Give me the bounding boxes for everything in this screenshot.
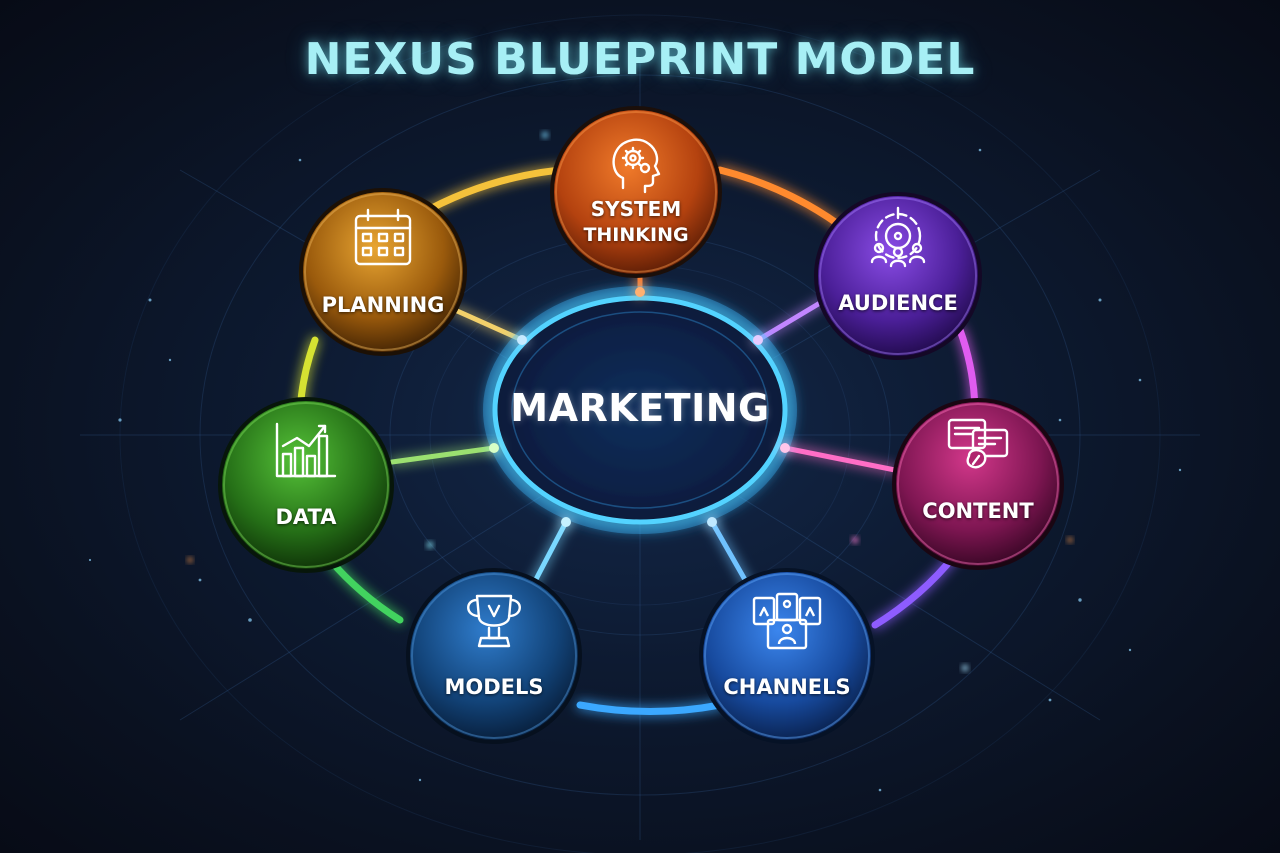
- node-content: CONTENT: [893, 394, 1063, 554]
- audience-target-icon: [870, 206, 926, 268]
- center-label: MARKETING: [510, 385, 770, 430]
- node-label: AUDIENCE: [838, 291, 958, 315]
- bar-chart-icon: [275, 422, 337, 478]
- content-documents-icon: [947, 418, 1009, 469]
- node-planning: PLANNING: [298, 188, 468, 348]
- calendar-icon: [354, 208, 412, 266]
- node-label: MODELS: [444, 675, 544, 699]
- node-models: MODELS: [409, 570, 579, 730]
- channels-screens-icon: [752, 592, 822, 650]
- node-label-line2: THINKING: [583, 224, 689, 246]
- node-label: DATA: [275, 505, 337, 529]
- diagram-title: NEXUS BLUEPRINT MODEL: [304, 34, 976, 85]
- node-channels: CHANNELS: [702, 570, 872, 730]
- head-gears-icon: [612, 138, 661, 194]
- node-data: DATA: [221, 400, 391, 560]
- node-audience: AUDIENCE: [813, 186, 983, 346]
- trophy-icon: [467, 594, 521, 648]
- center-node-marketing: MARKETING: [495, 300, 785, 515]
- node-label-line1: SYSTEM: [590, 197, 682, 221]
- node-system-thinking: SYSTEM THINKING: [551, 112, 721, 272]
- node-label: CONTENT: [922, 499, 1034, 523]
- node-label: CHANNELS: [723, 675, 851, 699]
- node-label: PLANNING: [321, 293, 445, 317]
